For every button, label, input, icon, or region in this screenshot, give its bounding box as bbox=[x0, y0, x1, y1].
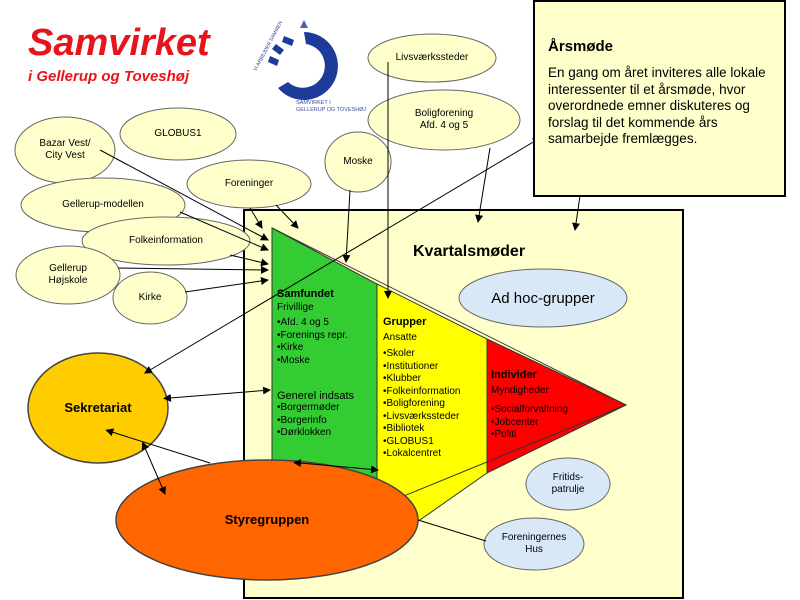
individer-title: Individer bbox=[491, 369, 537, 381]
bubble-bazar-line2: City Vest bbox=[45, 150, 85, 161]
grupper-column: Grupper Ansatte Skoler Institutioner Klu… bbox=[383, 316, 483, 461]
grupper-title: Grupper bbox=[383, 316, 427, 328]
bubble-fritidspatrulje-line1: Fritids- bbox=[552, 472, 584, 483]
list-item: Moske bbox=[277, 355, 377, 368]
bubble-boligforening-label: Boligforening Afd. 4 og 5 bbox=[368, 100, 520, 140]
line-styregruppen-hus bbox=[417, 519, 487, 542]
samvirket-logo: VI ARBEJDER SAMMEN bbox=[253, 20, 338, 100]
list-item: Skoler bbox=[383, 348, 483, 361]
bubble-hoejskole-label: Gellerup Højskole bbox=[16, 248, 120, 302]
arrow-sekretariat-styregruppen bbox=[141, 441, 166, 495]
arrow-boligforening bbox=[475, 147, 491, 223]
individer-list: Socialforvaltning Jobcenter Politi bbox=[491, 404, 591, 442]
page-subtitle: i Gellerup og Toveshøj bbox=[28, 68, 190, 85]
logo-caption: SAMVIRKET I GELLERUP OG TOVESHØJ bbox=[296, 100, 366, 114]
bubble-kirke-label: Kirke bbox=[138, 292, 162, 303]
bubble-gellerup-modellen-label: Gellerup-modellen bbox=[62, 199, 144, 210]
list-item: Afd. 4 og 5 bbox=[277, 317, 377, 330]
bubble-fritidspatrulje-line2: patrulje bbox=[551, 484, 585, 495]
list-item: Politi bbox=[491, 429, 591, 442]
grupper-list: Skoler Institutioner Klubber Folkeinform… bbox=[383, 348, 483, 461]
logo-caption-line1: SAMVIRKET I bbox=[296, 100, 331, 106]
individer-sub: Myndigheder bbox=[491, 385, 549, 396]
arrow-styregruppen-grupper bbox=[293, 459, 379, 474]
arrow-hoejskole bbox=[117, 265, 269, 274]
list-item: Boligforening bbox=[383, 398, 483, 411]
bubble-boligforening-line2: Afd. 4 og 5 bbox=[419, 120, 469, 131]
aarsmoede-box: Årsmøde En gang om året inviteres alle l… bbox=[533, 0, 786, 197]
bubble-foreningernes-hus-line2: Hus bbox=[525, 544, 543, 555]
arrow-foreninger bbox=[249, 207, 263, 229]
bubble-foreningernes-hus-line1: Foreningernes bbox=[501, 532, 567, 543]
bubble-foreninger-label: Foreninger bbox=[224, 178, 274, 189]
arrow-sekretariat-samfundet bbox=[163, 386, 271, 402]
styregruppen-label: Styregruppen bbox=[224, 512, 310, 527]
list-item: Dørklokken bbox=[277, 427, 377, 440]
bubble-boligforening-line1: Boligforening bbox=[414, 108, 474, 119]
list-item: Kirke bbox=[277, 342, 377, 355]
kvartalsmoeder-title: Kvartalsmøder bbox=[413, 243, 526, 260]
bubble-bazar-label: Bazar Vest/ City Vest bbox=[15, 120, 115, 180]
generel-title: Generel indsats bbox=[277, 390, 355, 402]
samfundet-sub: Frivillige bbox=[277, 302, 314, 313]
bubble-livsvaerkssteder bbox=[367, 33, 497, 83]
arrow-foreninger2 bbox=[275, 204, 299, 229]
generel-indsats-column: Generel indsats Borgermøder Borgerinfo D… bbox=[277, 390, 377, 440]
samfundet-title: Samfundet bbox=[277, 288, 334, 300]
arrow-aarsmoede bbox=[572, 195, 581, 231]
bubble-globus-label: GLOBUS1 bbox=[154, 128, 202, 139]
list-item: GLOBUS1 bbox=[383, 436, 483, 449]
arrow-kirke bbox=[184, 277, 269, 293]
list-item: Forenings repr. bbox=[277, 330, 377, 343]
bubble-folkeinformation-label: Folkeinformation bbox=[129, 235, 203, 246]
line-sekretariat-edge bbox=[105, 428, 211, 464]
list-item: Jobcenter bbox=[491, 417, 591, 430]
bubble-hoejskole-line2: Højskole bbox=[48, 275, 88, 286]
bubble-moske-label: Moske bbox=[343, 156, 373, 167]
samfundet-column: Samfundet Frivillige Afd. 4 og 5 Forenin… bbox=[277, 288, 377, 367]
list-item: Lokalcentret bbox=[383, 448, 483, 461]
list-item: Borgerinfo bbox=[277, 415, 377, 428]
arrow-folkeinformation bbox=[229, 254, 269, 267]
aarsmoede-title: Årsmøde bbox=[548, 38, 614, 55]
bubble-gellerup-hoejskole bbox=[15, 245, 121, 305]
arrow-sekretariat-aarsmoede bbox=[143, 137, 541, 374]
aarsmoede-text: En gang om året inviteres alle lokale in… bbox=[548, 65, 766, 146]
logo-caption-line2: GELLERUP OG TOVESHØJ bbox=[296, 107, 367, 113]
bubble-foreningernes-hus-label: Foreningernes Hus bbox=[484, 524, 584, 564]
bubble-fritidspatrulje bbox=[525, 457, 611, 511]
list-item: Folkeinformation bbox=[383, 386, 483, 399]
list-item: Klubber bbox=[383, 373, 483, 386]
generel-list: Borgermøder Borgerinfo Dørklokken bbox=[277, 402, 377, 440]
list-item: Bibliotek bbox=[383, 423, 483, 436]
individer-column: Individer Myndigheder Socialforvaltning … bbox=[491, 369, 591, 442]
adhoc-groups-label: Ad hoc-grupper bbox=[491, 289, 595, 307]
list-item: Borgermøder bbox=[277, 402, 377, 415]
samfundet-list: Afd. 4 og 5 Forenings repr. Kirke Moske bbox=[277, 317, 377, 367]
bubble-foreningernes-hus bbox=[483, 517, 585, 571]
list-item: Institutioner bbox=[383, 361, 483, 374]
bubble-livsvaerkssteder-label: Livsværkssteder bbox=[395, 52, 469, 63]
page-title: Samvirket bbox=[28, 22, 210, 64]
bubble-bazar-line1: Bazar Vest/ bbox=[39, 138, 91, 149]
list-item: Livsværkssteder bbox=[383, 411, 483, 424]
sekretariat-label: Sekretariat bbox=[64, 400, 132, 415]
list-item: Socialforvaltning bbox=[491, 404, 591, 417]
grupper-sub: Ansatte bbox=[383, 332, 417, 343]
bubble-hoejskole-line1: Gellerup bbox=[49, 263, 87, 274]
bubble-fritidspatrulje-label: Fritids- patrulje bbox=[526, 464, 610, 504]
sekretariat-ellipse bbox=[27, 352, 169, 464]
